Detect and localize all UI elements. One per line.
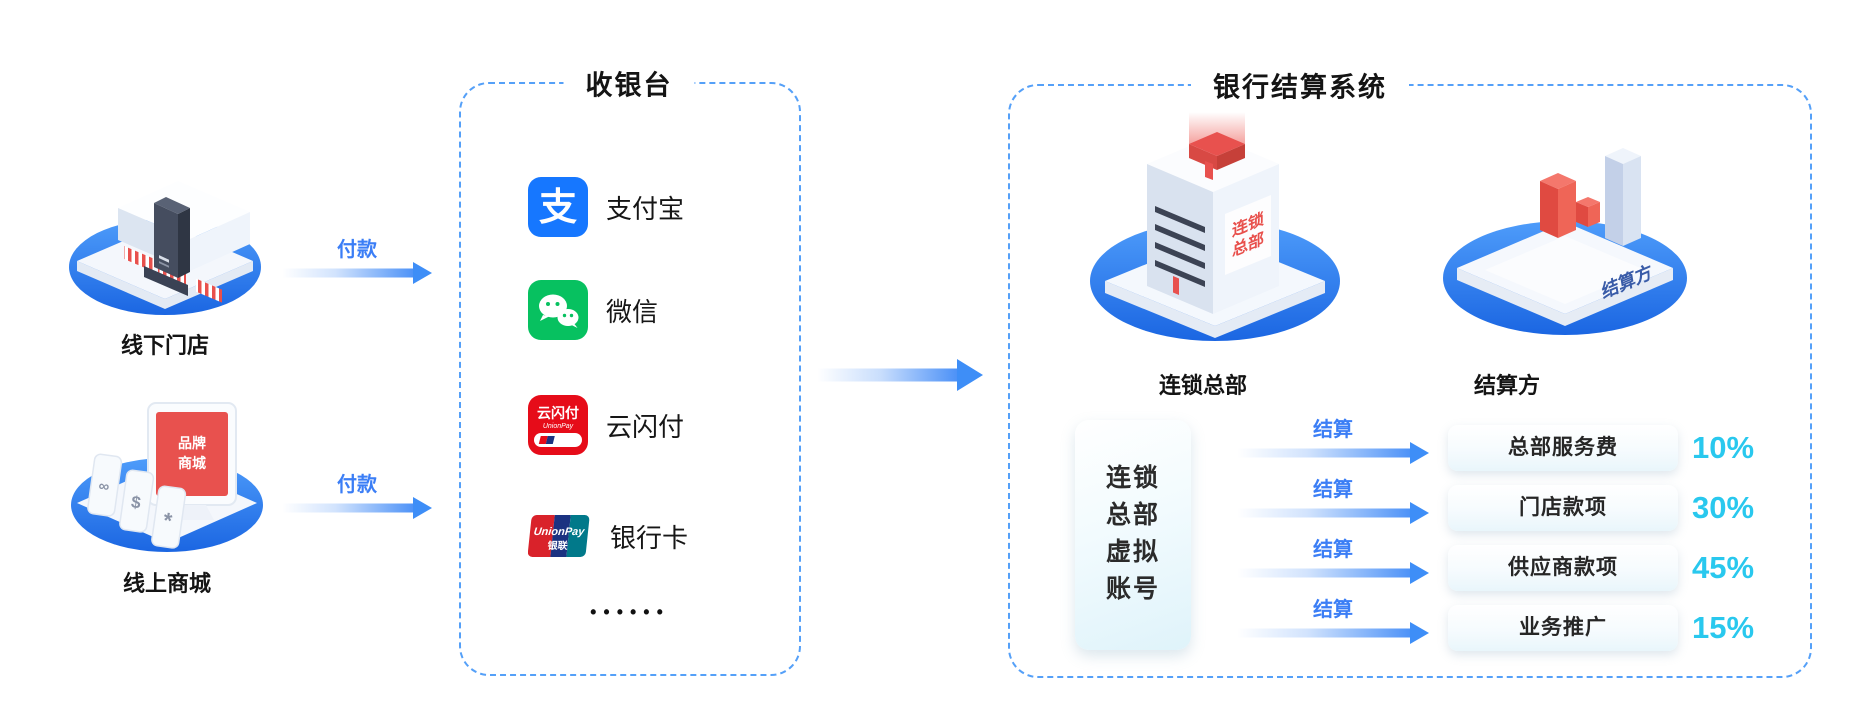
- method-row-wechat: 微信: [528, 280, 658, 340]
- bank-title: 银行结算系统: [1191, 65, 1409, 105]
- arrow-right-icon: [1237, 502, 1429, 524]
- pay-arrow-online-label: 付款: [337, 474, 377, 496]
- cashier-group-box: [459, 82, 801, 676]
- method-row-quickpass: 云闪付 UnionPay 云闪付: [528, 395, 684, 455]
- arrow-right-icon: [1237, 622, 1429, 644]
- virtual-account-line: 连锁: [1105, 464, 1160, 492]
- arrow-right-icon: [282, 262, 432, 284]
- virtual-account-box: 连锁 总部 虚拟 账号: [1075, 420, 1191, 650]
- virtual-account-line: 虚拟: [1105, 538, 1160, 566]
- settle-arrow-2: 结算: [1237, 478, 1429, 524]
- chain-hq-label: 连锁总部: [1158, 373, 1248, 398]
- unionpay-card-text: UnionPay: [533, 526, 586, 538]
- pay-arrow-offline: 付款: [282, 238, 432, 284]
- online-mall-icon: 品牌 商城 ∞ $ *: [71, 402, 263, 552]
- alipay-icon: 支: [528, 177, 588, 237]
- settlement-item-2: 门店款项: [1448, 485, 1678, 531]
- settlement-percent-1: 10%: [1692, 430, 1755, 465]
- virtual-account-line: 账号: [1105, 575, 1160, 603]
- main-flow-arrow-icon: [817, 358, 983, 392]
- method-row-bankcard: UnionPay 银联 银行卡: [528, 513, 688, 559]
- online-mall-label: 线上商城: [122, 571, 212, 596]
- pay-arrow-online: 付款: [282, 473, 432, 519]
- arrow-right-icon: [1237, 442, 1429, 464]
- unionpay-card-icon: UnionPay 银联: [528, 515, 590, 557]
- pay-arrow-offline-label: 付款: [337, 239, 377, 261]
- settlement-percent-4: 15%: [1692, 610, 1755, 645]
- settlement-party-icon: 结算方: [1443, 148, 1687, 335]
- cashier-title: 收银台: [563, 63, 695, 103]
- offline-store-icon: [69, 181, 261, 315]
- method-label-bankcard: 银行卡: [610, 522, 689, 553]
- more-methods-ellipsis: ••••••: [590, 602, 670, 622]
- wechat-icon: [528, 280, 588, 340]
- unionpay-card-subtext: 银联: [547, 539, 569, 552]
- method-row-alipay: 支 支付宝: [528, 177, 684, 237]
- offline-store-label: 线下门店: [120, 333, 210, 358]
- settlement-item-4: 业务推广: [1448, 605, 1678, 651]
- settlement-item-1: 总部服务费: [1448, 425, 1678, 471]
- virtual-account-line: 总部: [1105, 501, 1160, 529]
- quickpass-icon: 云闪付 UnionPay: [528, 395, 588, 455]
- arrow-right-icon: [1237, 562, 1429, 584]
- link-icon: ∞: [97, 477, 110, 495]
- alipay-glyph: 支: [539, 187, 577, 229]
- settle-arrow-1-label: 结算: [1313, 419, 1353, 441]
- arrow-right-icon: [282, 497, 432, 519]
- settlement-party-label: 结算方: [1473, 373, 1541, 398]
- quickpass-subtext: UnionPay: [543, 423, 574, 430]
- mall-screen-line2: 商城: [178, 455, 206, 471]
- gear-icon: *: [162, 508, 174, 534]
- method-label-wechat: 微信: [606, 296, 659, 327]
- settle-arrow-3: 结算: [1237, 538, 1429, 584]
- settlement-percent-2: 30%: [1692, 490, 1755, 525]
- method-label-quickpass: 云闪付: [606, 411, 685, 442]
- method-label-alipay: 支付宝: [606, 193, 685, 224]
- settle-arrow-1: 结算: [1237, 418, 1429, 464]
- settlement-item-3: 供应商款项: [1448, 545, 1678, 591]
- settle-arrow-3-label: 结算: [1313, 539, 1353, 561]
- chain-hq-icon: 连锁 总部: [1090, 112, 1340, 341]
- settle-arrow-4-label: 结算: [1313, 599, 1353, 621]
- settlement-percent-3: 45%: [1692, 550, 1755, 585]
- bank-group-box: [1008, 84, 1812, 678]
- quickpass-text: 云闪付: [537, 405, 579, 421]
- dollar-icon: $: [130, 492, 143, 512]
- settle-arrow-4: 结算: [1237, 598, 1429, 644]
- settle-arrow-2-label: 结算: [1313, 479, 1353, 501]
- mall-screen-line1: 品牌: [178, 435, 206, 451]
